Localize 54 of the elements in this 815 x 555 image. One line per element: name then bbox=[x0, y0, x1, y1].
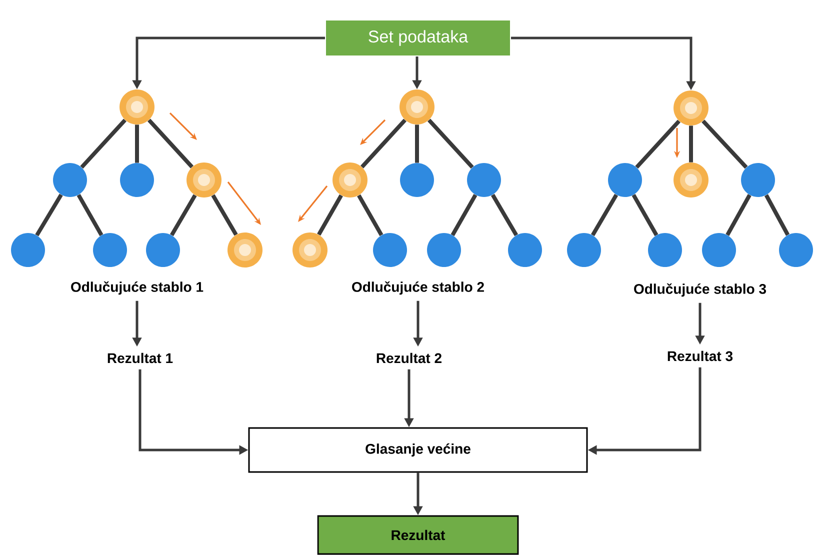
tree-node bbox=[648, 233, 682, 267]
tree-label: Odlučujuće stablo 2 bbox=[352, 281, 484, 295]
tree-node bbox=[467, 163, 501, 197]
tree-label: Rezultat 1 bbox=[108, 352, 173, 364]
process-box: Glasanje većine bbox=[248, 427, 588, 473]
tree-branch bbox=[702, 120, 748, 169]
tree-branch bbox=[135, 124, 139, 163]
tree-node bbox=[400, 90, 434, 124]
tree-branch bbox=[80, 118, 126, 169]
tree-branch bbox=[632, 194, 658, 236]
tree-node bbox=[146, 233, 180, 267]
tree-node bbox=[400, 163, 434, 197]
tree-node bbox=[702, 233, 736, 267]
tree-branch bbox=[490, 194, 518, 236]
tree-branch bbox=[35, 194, 63, 236]
tree-branch bbox=[360, 118, 407, 168]
tree-branch bbox=[317, 194, 343, 236]
tree-node bbox=[11, 233, 45, 267]
tree-label: Rezultat 2 bbox=[376, 352, 442, 364]
tree-node bbox=[567, 233, 601, 267]
tree-label: Rezultat 3 bbox=[668, 350, 733, 362]
tree-branch bbox=[726, 194, 752, 236]
tree-node bbox=[427, 233, 461, 267]
tree-branch bbox=[415, 124, 419, 163]
tree-branch bbox=[428, 118, 474, 169]
tree-node bbox=[53, 163, 87, 197]
tree-label: Odlučujuće stablo 1 bbox=[71, 281, 204, 295]
tree-node bbox=[508, 233, 542, 267]
dataset-box: Set podataka bbox=[325, 20, 511, 56]
tree-node bbox=[674, 162, 708, 198]
tree-node bbox=[228, 232, 262, 268]
tree-node bbox=[741, 163, 775, 197]
tree-branch bbox=[590, 194, 618, 236]
tree-branch bbox=[148, 118, 194, 168]
tree-node bbox=[674, 90, 708, 126]
tree-label: Odlučujuće stablo 3 bbox=[634, 283, 766, 297]
tree-branch bbox=[170, 194, 197, 236]
tree-node bbox=[608, 163, 642, 197]
tree-branch bbox=[450, 194, 478, 236]
tree-node bbox=[332, 162, 368, 198]
tree-node bbox=[93, 233, 127, 267]
tree-node bbox=[373, 233, 407, 267]
tree-node bbox=[292, 232, 328, 268]
tree-branch bbox=[357, 194, 384, 236]
tree-node bbox=[120, 163, 154, 197]
result-box: Rezultat bbox=[317, 515, 519, 555]
tree-branch bbox=[76, 194, 104, 236]
tree-node bbox=[779, 233, 813, 267]
tree-branch bbox=[764, 194, 790, 236]
tree-node bbox=[120, 90, 154, 124]
tree-node bbox=[186, 162, 222, 198]
tree-branch bbox=[689, 126, 693, 162]
tree-branch bbox=[635, 120, 681, 169]
tree-branch bbox=[211, 194, 238, 236]
